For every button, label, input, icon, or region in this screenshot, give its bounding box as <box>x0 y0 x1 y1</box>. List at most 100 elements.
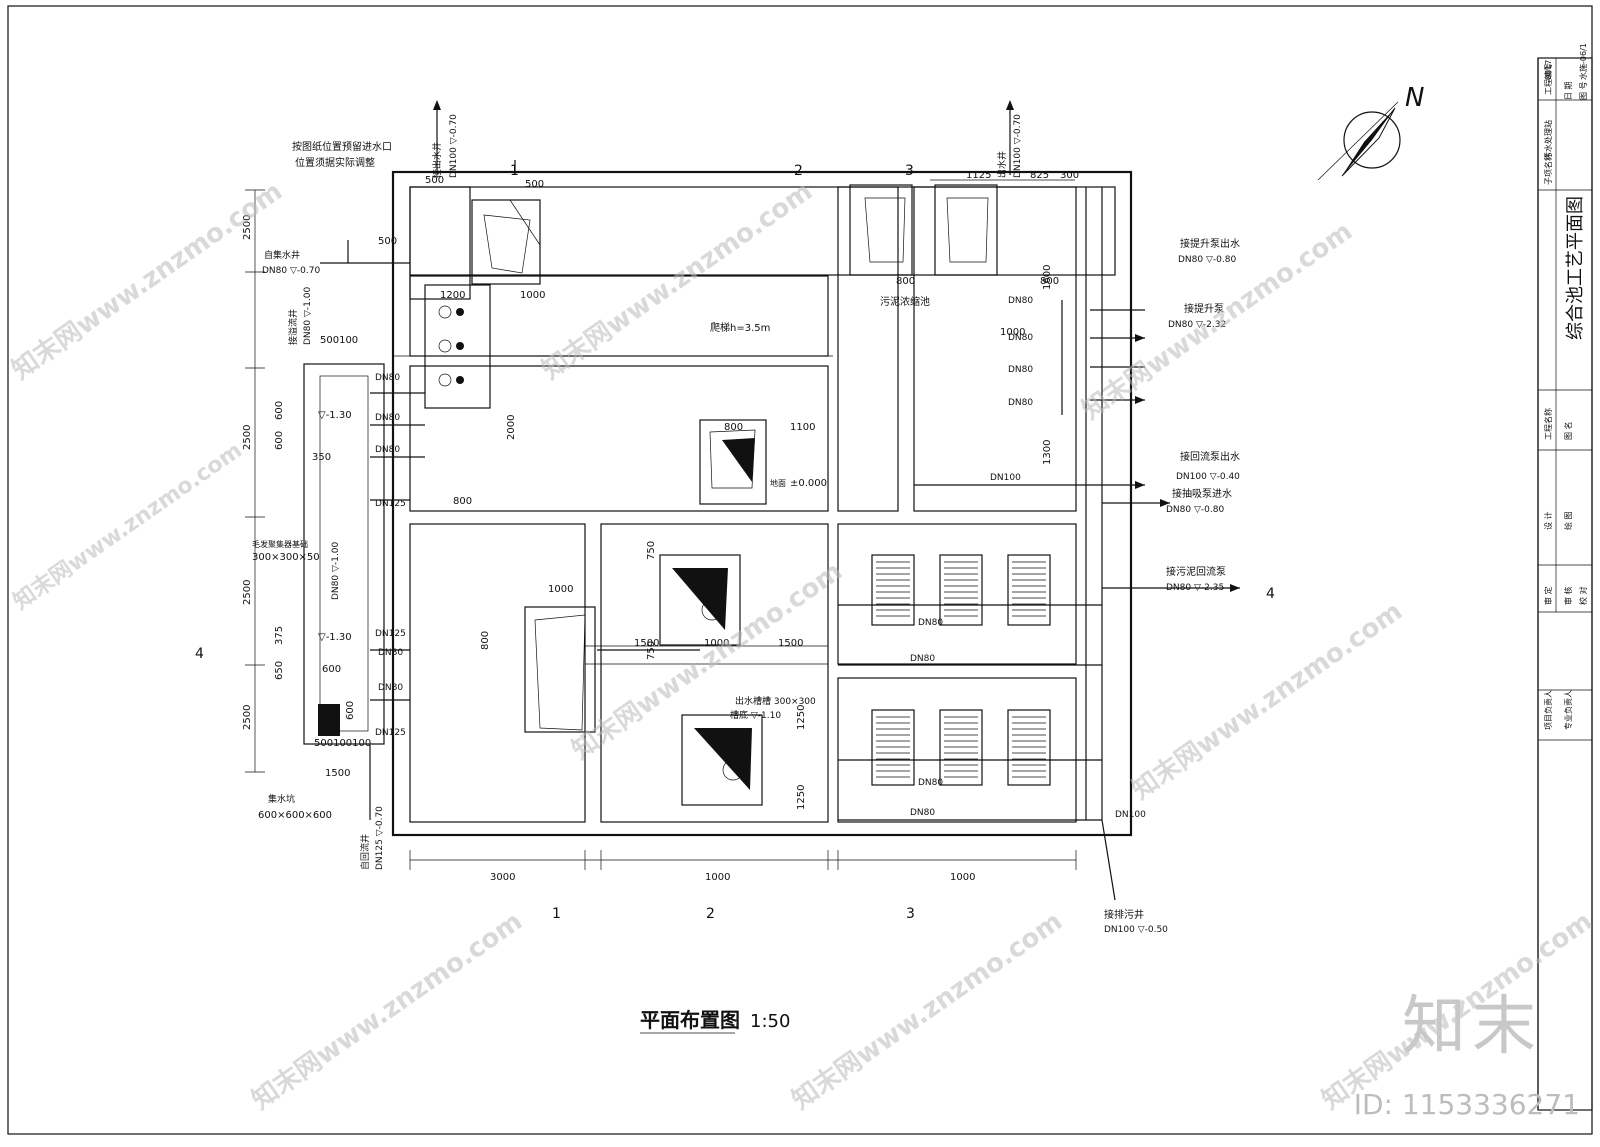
well-label: 集水坑 <box>268 793 295 805</box>
dn80-label: DN80 <box>1008 333 1033 343</box>
tb-drawing-no: 水施-06/1 <box>1578 43 1588 80</box>
dim-2500: 2500 <box>242 215 253 240</box>
section-1-top: 1 <box>510 163 519 179</box>
arrows <box>433 100 1240 592</box>
dim-1000: 1000 <box>705 872 730 883</box>
dim-300: 300 <box>1060 170 1079 181</box>
overflow-pipe: DN80 ▽-1.00 <box>303 287 313 345</box>
dim-500: 500 <box>425 175 444 186</box>
dim-500100100: 500100100 <box>314 738 371 749</box>
dim-1600: 1600 <box>1042 265 1053 290</box>
channel-level: 槽底 ▽-1.10 <box>730 709 781 721</box>
section-3-top: 3 <box>905 163 914 179</box>
pump-icon <box>438 305 452 319</box>
pipe-out-2: DN100 ▽-0.70 <box>1013 114 1023 178</box>
dim-1000: 1000 <box>1000 327 1025 338</box>
right-label-1: 接提升泵出水 <box>1180 237 1240 250</box>
dn80-label: DN80 <box>375 445 400 455</box>
tb-discipline-lead-label: 专业负责人 <box>1563 690 1573 730</box>
north-arrow: N <box>1317 83 1424 181</box>
dim-2500: 2500 <box>242 425 253 450</box>
section-markers: 1 2 3 1 2 3 4 4 <box>195 160 1275 922</box>
dim-1500: 1500 <box>778 638 803 649</box>
drain-pipe: DN100 ▽-0.50 <box>1104 925 1168 935</box>
pipe-out-2-name: 出水井 <box>996 151 1008 178</box>
dim-1250: 1250 <box>796 785 807 810</box>
tb-project-no: 0817 <box>1544 60 1553 80</box>
dn100-label: DN100 <box>1115 810 1146 820</box>
dim-825: 825 <box>1030 170 1049 181</box>
dim-1000: 1000 <box>950 872 975 883</box>
dn80-label: DN80 <box>375 413 400 423</box>
watermark-text: 知末网www.znzmo.com <box>247 906 528 1115</box>
watermark-text: 知末网www.znzmo.com <box>787 906 1068 1115</box>
note-top-left-2: 位置须据实际调整 <box>295 156 375 169</box>
drawing-scale: 1:50 <box>750 1011 790 1032</box>
drawing-title: 平面布置图 <box>640 1008 740 1032</box>
watermark-text: 知末网www.znzmo.com <box>9 437 247 615</box>
tb-project-label: 工程名称 <box>1543 408 1553 440</box>
dim-750: 750 <box>646 641 657 660</box>
well-size: 600×600×600 <box>258 810 332 821</box>
inflow-name: 自集水井 <box>264 249 300 261</box>
pump-icon <box>438 339 452 353</box>
dim-1300: 1300 <box>1042 440 1053 465</box>
section-4-left: 4 <box>195 646 204 662</box>
dim-750: 750 <box>646 541 657 560</box>
watermark-text: 知末网www.znzmo.com <box>1127 596 1408 805</box>
dim-600: 600 <box>322 664 341 675</box>
watermark-text: 知末网www.znzmo.com <box>537 176 818 385</box>
dim-500: 500 <box>525 179 544 190</box>
dim-1000: 1000 <box>548 584 573 595</box>
dim-800: 800 <box>724 422 743 433</box>
dim-600: 600 <box>274 431 285 450</box>
dn80-label: DN80 <box>378 683 403 693</box>
dim-350: 350 <box>312 452 331 463</box>
mixer-icon <box>701 599 723 621</box>
bottom-out-pipe: DN125 ▽-0.70 <box>375 806 385 870</box>
dn80-label: DN80 <box>375 373 400 383</box>
level-000-label: 地面 <box>770 478 786 488</box>
tb-subproject-label: 子项名称 <box>1543 153 1553 185</box>
pipes <box>320 105 1240 901</box>
mud-tank: 污泥浓缩池 <box>880 295 930 308</box>
mixer-icon <box>722 759 744 781</box>
dim-1100: 1100 <box>790 422 815 433</box>
drawing-title-group: 平面布置图 1:50 <box>640 1008 790 1034</box>
tb-check-label: 审 核 <box>1563 586 1573 605</box>
channel-label: 出水槽槽 300×300 <box>735 695 816 707</box>
pump-icon <box>438 373 452 387</box>
watermark-brand: 知末 <box>1402 990 1542 1064</box>
dim-650: 650 <box>274 661 285 680</box>
dn80-label: DN80 <box>1008 398 1033 408</box>
right-pipe-5: DN80 ▽-2.35 <box>1166 583 1224 593</box>
small-pit-size: 300×300×50 <box>252 552 320 563</box>
tb-draw-label: 绘 图 <box>1563 511 1573 530</box>
dn80-level: DN80 ▽-1.00 <box>331 542 341 600</box>
dim-1500: 1500 <box>634 638 659 649</box>
level-130b: ▽-1.30 <box>318 632 352 643</box>
dim-2000: 2000 <box>506 415 517 440</box>
right-label-2: 接提升泵 <box>1184 302 1224 315</box>
dim-500: 500 <box>378 236 397 247</box>
title-block: 工程编号 0817 日 期 图 号 水施-06/1 子项名称 污水处理站 综合池… <box>1537 43 1593 1111</box>
watermark-text: 知末网www.znzmo.com <box>7 176 288 385</box>
annotations: DN100 ▽-0.70 接出水井 DN100 ▽-0.70 出水井 按图纸位置… <box>242 114 1240 935</box>
dn100-label: DN100 <box>990 473 1021 483</box>
dim-500100: 500100 <box>320 335 358 346</box>
right-label-5: 接污泥回流泵 <box>1166 565 1226 578</box>
right-label-4: 接抽吸泵进水 <box>1172 487 1232 500</box>
section-3-bottom: 3 <box>906 906 915 922</box>
dim-1000: 1000 <box>520 290 545 301</box>
dim-600: 600 <box>274 401 285 420</box>
dim-800: 800 <box>896 276 915 287</box>
pipe-out-1: DN100 ▽-0.70 <box>449 114 459 178</box>
equipment <box>318 184 1051 806</box>
membrane-hatch <box>876 561 1046 778</box>
note-top-left: 按图纸位置预留进水口 <box>292 140 392 153</box>
dim-3000: 3000 <box>490 872 515 883</box>
dim-800: 800 <box>480 631 491 650</box>
section-1-bottom: 1 <box>552 906 561 922</box>
tb-lead-label: 项目负责人 <box>1543 690 1553 730</box>
dim-1500: 1500 <box>325 768 350 779</box>
